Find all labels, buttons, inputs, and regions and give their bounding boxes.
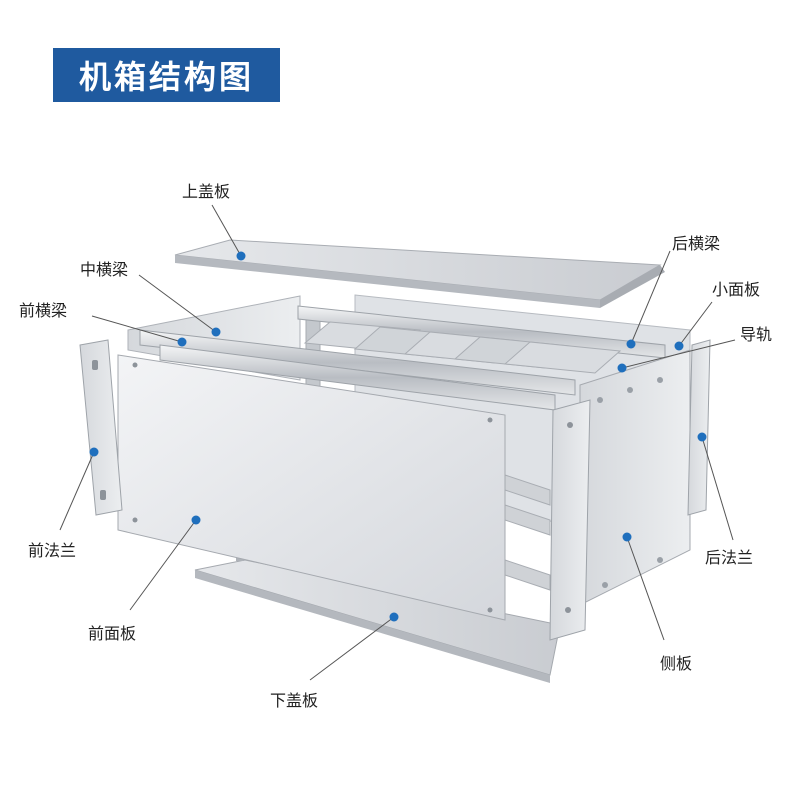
dot-middle-beam bbox=[211, 327, 221, 337]
label-rear-beam: 后横梁 bbox=[672, 234, 721, 253]
page-title: 机箱结构图 bbox=[78, 58, 254, 96]
label-front-panel: 前面板 bbox=[88, 624, 137, 643]
label-front-beam: 前横梁 bbox=[19, 301, 68, 320]
label-top-cover: 上盖板 bbox=[182, 182, 231, 201]
dot-front-flange bbox=[89, 447, 99, 457]
pointer-dots bbox=[89, 251, 707, 622]
label-bottom-cover: 下盖板 bbox=[270, 691, 319, 710]
dot-guide-rail bbox=[617, 363, 627, 373]
top-cover-shape bbox=[174, 239, 665, 308]
dot-front-beam bbox=[177, 337, 187, 347]
dot-rear-flange bbox=[697, 432, 707, 442]
label-guide-rail: 导轨 bbox=[740, 325, 773, 344]
dot-side-panel bbox=[622, 532, 632, 542]
leader-lines bbox=[59, 204, 736, 681]
dot-small-panel bbox=[674, 341, 684, 351]
dot-bottom-cover bbox=[389, 612, 399, 622]
dot-top-cover bbox=[236, 251, 246, 261]
label-front-flange: 前法兰 bbox=[28, 541, 77, 560]
right-side-panel-shape bbox=[579, 349, 691, 606]
front-flange-shape bbox=[79, 339, 123, 516]
rear-flange-shape bbox=[687, 339, 711, 516]
label-side-panel: 侧板 bbox=[660, 654, 693, 673]
label-small-panel: 小面板 bbox=[712, 280, 761, 299]
guide-rails bbox=[303, 321, 622, 374]
dot-front-panel bbox=[191, 515, 201, 525]
side-flange-shape bbox=[549, 399, 591, 641]
lower-rails bbox=[504, 474, 551, 591]
title-banner: 机箱结构图 bbox=[53, 48, 280, 102]
dot-rear-beam bbox=[626, 339, 636, 349]
label-middle-beam: 中横梁 bbox=[80, 260, 129, 279]
label-rear-flange: 后法兰 bbox=[705, 548, 754, 567]
